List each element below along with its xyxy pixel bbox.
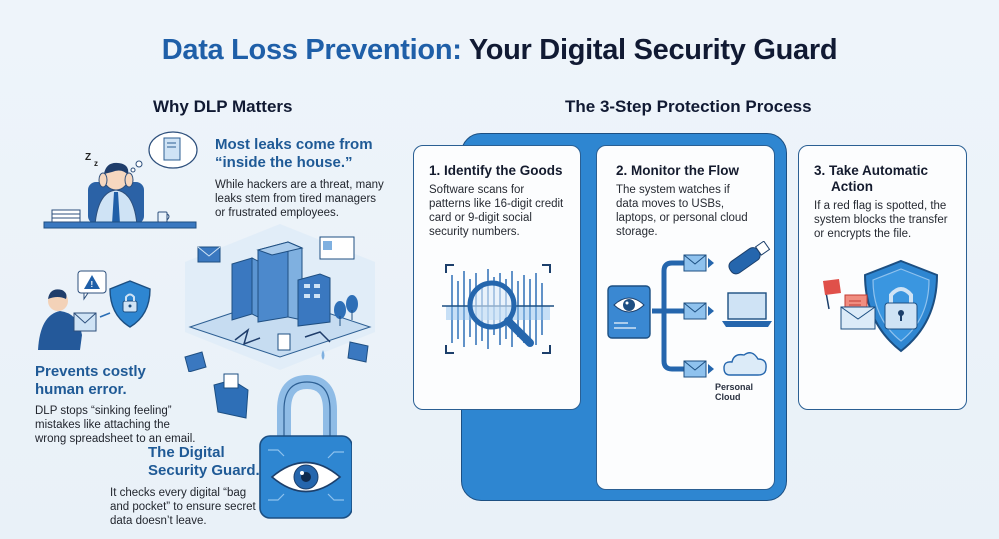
point-3-heading-line2: Security Guard. [148, 462, 260, 479]
step-2-body: The system watches if data moves to USBs… [616, 184, 748, 238]
point-1-heading-line2: “inside the house.” [215, 154, 353, 171]
eye-monitor-flow-icon [602, 241, 772, 391]
magnifier-scan-icon [438, 259, 558, 359]
step-1-body: Software scans for patterns like 16-digi… [429, 184, 564, 238]
point-inside-house: Most leaks come from “inside the house.”… [215, 136, 395, 220]
step-card-monitor: 2. Monitor the Flow The system watches i… [596, 145, 775, 490]
step-3-body: If a red flag is spotted, the system blo… [814, 200, 948, 240]
step-3-title-line2: Action [831, 179, 873, 194]
leaking-buildings-illustration [180, 222, 380, 372]
point-human-error: Prevents costly human error. DLP stops “… [35, 363, 205, 446]
page-title: Data Loss Prevention: Your Digital Secur… [0, 34, 999, 67]
personal-cloud-caption: Personal Cloud [715, 382, 754, 402]
step-card-identify: 1. Identify the Goods Software scans for… [413, 145, 581, 410]
step-1-title: 1. Identify the Goods [429, 163, 563, 178]
title-rest: Your Digital Security Guard [461, 34, 838, 66]
svg-text:z: z [94, 159, 98, 168]
point-2-heading-line1: Prevents costly [35, 363, 146, 380]
step-3-title-line1: 3. Take Automatic [814, 163, 929, 178]
email-warning-illustration: ! [30, 265, 165, 350]
shield-lock-flag-icon [819, 251, 949, 361]
point-1-heading-line1: Most leaks come from [215, 136, 373, 153]
point-3-heading-line1: The Digital [148, 444, 225, 461]
tired-employee-illustration: Z z [40, 130, 200, 230]
point-3-body: It checks every digital “bag and pocket”… [110, 487, 256, 527]
why-dlp-heading: Why DLP Matters [153, 97, 293, 116]
svg-text:!: ! [91, 280, 94, 289]
point-2-heading-line2: human error. [35, 381, 127, 398]
point-1-body: While hackers are a threat, many leaks s… [215, 179, 384, 219]
process-heading: The 3-Step Protection Process [565, 97, 812, 116]
point-2-body: DLP stops “sinking feeling” mistakes lik… [35, 405, 196, 445]
padlock-eye-illustration [212, 360, 352, 528]
title-accent: Data Loss Prevention: [161, 34, 462, 66]
point-security-guard: The Digital Security Guard. It checks ev… [110, 444, 270, 528]
step-2-title: 2. Monitor the Flow [616, 163, 739, 178]
svg-text:Z: Z [85, 152, 91, 163]
step-card-action: 3. Take Automatic Action If a red flag i… [798, 145, 967, 410]
